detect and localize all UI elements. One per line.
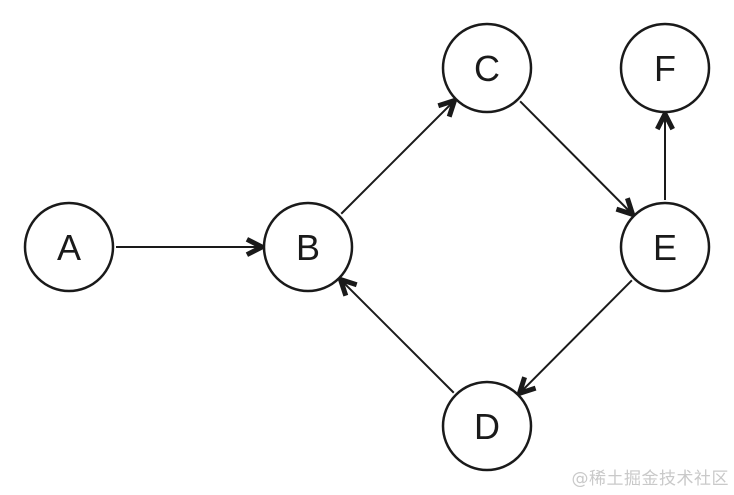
arrowhead-E-F bbox=[655, 108, 675, 131]
arrowhead-E-D bbox=[515, 376, 537, 398]
node-label-B: B bbox=[296, 227, 320, 268]
arrowhead-A-B bbox=[245, 237, 268, 257]
edge-E-D bbox=[518, 279, 633, 395]
node-D bbox=[441, 380, 533, 472]
node-C bbox=[441, 22, 533, 114]
node-label-D: D bbox=[474, 406, 500, 447]
node-E bbox=[619, 201, 711, 293]
node-label-C: C bbox=[474, 48, 500, 89]
watermark-text: @稀土掘金技术社区 bbox=[571, 469, 729, 489]
node-label-F: F bbox=[654, 48, 676, 89]
edge-C-E bbox=[519, 100, 634, 216]
arrowhead-C-E bbox=[615, 197, 637, 219]
node-A bbox=[23, 201, 115, 293]
arrowhead-B-C bbox=[437, 96, 459, 118]
node-label-A: A bbox=[57, 227, 81, 268]
node-label-E: E bbox=[653, 227, 677, 268]
edge-B-C bbox=[340, 99, 456, 215]
arrowhead-D-B bbox=[336, 275, 358, 297]
node-B bbox=[262, 201, 354, 293]
edge-D-B bbox=[339, 278, 455, 394]
node-F bbox=[619, 22, 711, 114]
